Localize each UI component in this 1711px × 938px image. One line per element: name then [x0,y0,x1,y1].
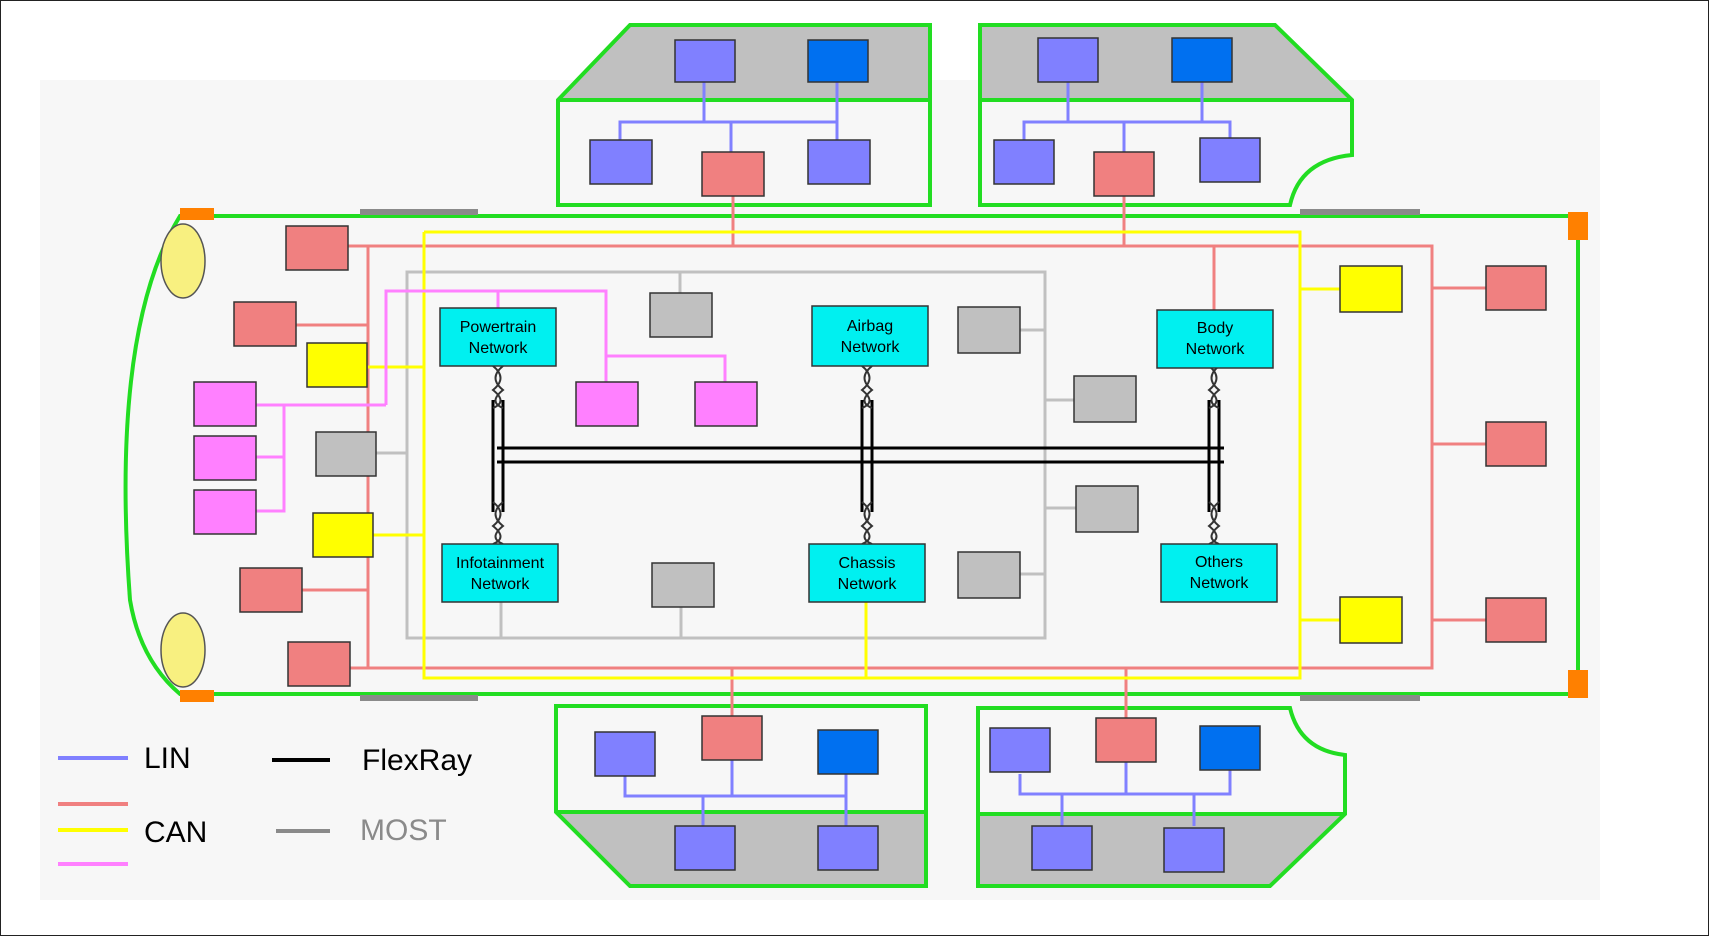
ecu-lin [1199,137,1261,183]
ecu-most [1075,485,1139,533]
network-airbag: Airbag Network [811,305,929,367]
network-infotainment: Infotainment Network [441,543,559,603]
legend-label-can: CAN [144,816,207,849]
network-label-line1: Others [1195,554,1243,571]
ecu-lin [807,139,871,185]
car-body-outline [123,214,1580,696]
legend: LIN FlexRay CAN MOST [58,742,472,866]
ecu-can-yellow [1339,596,1403,644]
ecu-magenta [694,381,758,427]
ecu-lin [817,825,879,871]
network-label-line1: Powertrain [460,319,536,336]
twisted-pairs [491,365,1221,545]
ecu-lin-master [1199,725,1261,771]
network-label-line2: Network [469,340,529,357]
ecu-can [701,715,763,761]
ecu-magenta [193,381,257,427]
ecu-lin [1031,825,1093,871]
headlight-top [160,223,206,299]
network-label-line1: Airbag [847,318,893,335]
legend-label-most: MOST [360,814,447,847]
headlight-bottom [160,612,206,688]
can-bus-yellow [368,230,1340,680]
ecu-most [957,551,1021,599]
network-others: Others Network [1160,543,1278,603]
network-body: Body Network [1156,309,1274,369]
ecu-lin [1037,37,1099,83]
ecu-can [233,301,297,347]
can-bus-magenta [256,289,727,513]
network-powertrain: Powertrain Network [439,307,557,367]
network-label-line2: Network [838,576,898,593]
ecu-lin-master [807,39,869,83]
ecu-most [957,306,1021,354]
ecu-magenta [193,489,257,535]
ecu-lin [993,139,1055,185]
ecu-can [701,151,765,197]
corner-markers [180,208,1588,702]
ecu-can [287,641,351,687]
ecu-most [651,562,715,608]
ecu-can-yellow [312,512,374,558]
ecu-can-yellow [306,342,368,388]
network-label-line2: Network [841,339,901,356]
ecu-lin [674,825,736,871]
ecu-lin-master [1171,37,1233,83]
legend-label-lin: LIN [144,742,191,775]
ecu-can [1485,597,1547,643]
network-label-line2: Network [471,576,531,593]
network-label-line1: Infotainment [456,555,545,572]
ecu-most [1073,375,1137,423]
ecu-lin [674,39,736,83]
ecu-can-yellow [1339,265,1403,313]
ecu-lin [1163,827,1225,873]
most-bus [376,270,1077,640]
ecu-can [1485,265,1547,311]
network-label-line2: Network [1190,575,1250,592]
ecu-lin-master [817,729,879,775]
ecu-can [285,225,349,271]
legend-label-flexray: FlexRay [362,744,472,777]
ecu-lin [989,727,1051,773]
ecu-magenta [575,381,639,427]
network-chassis: Chassis Network [808,543,926,603]
flexray-bus [491,400,1224,512]
body-side-bars [360,209,1420,701]
ecu-can [1093,151,1155,197]
ecu-lin [594,731,656,777]
ecu-most [649,292,713,338]
ecu-most [315,431,377,477]
ecu-lin [589,139,653,185]
lin-bus [618,82,1232,826]
network-label-line1: Chassis [839,555,896,572]
ecu-can [1095,717,1157,763]
network-label-line1: Body [1197,320,1233,337]
network-label-line2: Network [1186,341,1246,358]
ecu-can [1485,421,1547,467]
ecu-magenta [193,435,257,481]
ecu-can [239,567,303,613]
